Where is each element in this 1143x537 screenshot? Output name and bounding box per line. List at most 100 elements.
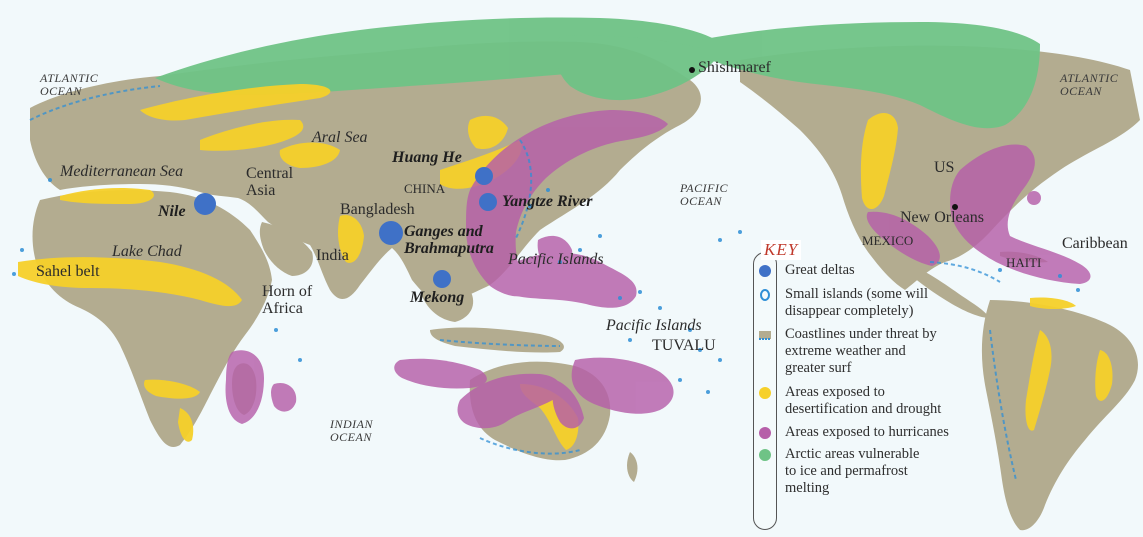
island-dot [706, 390, 710, 394]
island-dot [598, 234, 602, 238]
hurricane-areas [225, 110, 1091, 429]
island-dot [12, 272, 16, 276]
shishmaref-marker [689, 67, 695, 73]
drought-sahel [18, 257, 242, 307]
drought-north-africa [60, 188, 154, 204]
hurricane-bermuda [1027, 191, 1041, 205]
pacific-islands-label-2: Pacific Islands [606, 317, 702, 334]
tuvalu-label: TUVALU [652, 337, 716, 354]
hurricane-philippines [498, 252, 637, 308]
island-dot [738, 230, 742, 234]
new-orleans-label: New Orleans [900, 209, 984, 226]
map-legend: KEY Great deltas Small islands (some wil… [753, 240, 1143, 530]
coastline-icon [759, 331, 771, 340]
island-dot [678, 378, 682, 382]
horn-of-africa-label: Horn of Africa [262, 283, 313, 317]
island-dot [698, 348, 702, 352]
pacific-islands-label-1: Pacific Islands [508, 251, 604, 268]
ganges-brahmaputra-label: Ganges and Brahmaputra [404, 223, 494, 257]
land-africa [32, 190, 272, 448]
hurricane-southwest-pacific [571, 357, 674, 414]
sahel-belt-label: Sahel belt [36, 263, 100, 280]
hurricane-east-australia [552, 380, 584, 429]
arctic-dot-icon [759, 449, 771, 461]
island-dot [274, 328, 278, 332]
island-dot [638, 290, 642, 294]
bangladesh-label: Bangladesh [340, 201, 415, 218]
arctic-regions [155, 17, 1040, 129]
legend-item-great-deltas: Great deltas [785, 262, 855, 278]
island-outline-icon [760, 289, 770, 301]
island-dot [578, 248, 582, 252]
drought-india [338, 214, 364, 263]
coastline-australia [479, 437, 581, 455]
island-dot [658, 306, 662, 310]
china-label: CHINA [404, 181, 446, 196]
mekong-label: Mekong [410, 289, 465, 306]
island-dot [688, 328, 692, 332]
haiti-label: HAITI [1006, 255, 1042, 270]
island-dot [998, 268, 1002, 272]
hurricane-west-pacific [466, 110, 668, 297]
drought-aral [279, 142, 340, 168]
small-islands [12, 178, 1080, 394]
island-dot [1076, 288, 1080, 292]
drought-dot-icon [759, 387, 771, 399]
huang-he-label: Huang He [392, 149, 462, 166]
hurricane-north-australia [457, 373, 561, 429]
island-dot [718, 238, 722, 242]
legend-item-drought: Areas exposed to desertification and dro… [785, 384, 942, 417]
hurricane-atlantic-us [950, 144, 1091, 284]
coastline-indonesia [439, 339, 561, 347]
indian-ocean-label: INDIAN OCEAN [330, 417, 373, 444]
land-southeast-asia [420, 269, 474, 322]
legend-title: KEY [761, 240, 802, 260]
island-dot [48, 178, 52, 182]
great-deltas [194, 167, 497, 288]
arctic-north-america [700, 22, 1040, 129]
hurricane-mexico-pacific [866, 211, 940, 266]
island-dot [558, 260, 562, 264]
atlantic-ocean-right-label: ATLANTIC OCEAN [1060, 71, 1119, 98]
drought-east-africa [178, 408, 194, 442]
atlantic-ocean-left-label: ATLANTIC OCEAN [40, 71, 99, 98]
central-asia-label: Central Asia [246, 165, 294, 199]
coastline-south-america [989, 329, 1017, 481]
coastline-gulf [929, 261, 1001, 283]
pacific-ocean-label: PACIFIC OCEAN [680, 181, 728, 208]
drought-south-america-2 [1095, 350, 1113, 401]
drought-north-band [140, 84, 331, 121]
hurricane-pacific-islands-1 [537, 235, 573, 273]
island-dot [618, 296, 622, 300]
delta-ganges [379, 221, 403, 245]
delta-mekong [433, 270, 451, 288]
delta-nile [194, 193, 216, 215]
lake-chad-label: Lake Chad [112, 243, 182, 260]
island-dot [718, 358, 722, 362]
delta-dot-icon [759, 265, 771, 277]
drought-north-china [468, 115, 508, 150]
nile-label: Nile [158, 203, 186, 220]
new-orleans-marker [952, 204, 958, 210]
island-dot [528, 204, 532, 208]
drought-south-america-1 [1025, 330, 1052, 431]
legend-item-arctic: Arctic areas vulnerable to ice and perma… [785, 446, 920, 496]
threatened-coastlines [29, 85, 1017, 481]
coastline-europe [29, 85, 161, 121]
land-new-zealand [627, 452, 638, 482]
delta-huang-he [475, 167, 493, 185]
caribbean-label: Caribbean [1062, 235, 1128, 252]
legend-item-coastlines: Coastlines under threat by extreme weath… [785, 326, 937, 376]
drought-rockies [860, 113, 898, 210]
hurricane-mascarene [271, 382, 297, 412]
land-indonesia [430, 327, 564, 353]
land-central-america [905, 262, 990, 318]
land-north-america [740, 45, 1140, 291]
legend-item-hurricanes: Areas exposed to hurricanes [785, 424, 949, 440]
island-dot [20, 248, 24, 252]
us-label: US [934, 159, 955, 176]
drought-areas [18, 84, 1113, 450]
arctic-siberia-east [555, 35, 720, 101]
